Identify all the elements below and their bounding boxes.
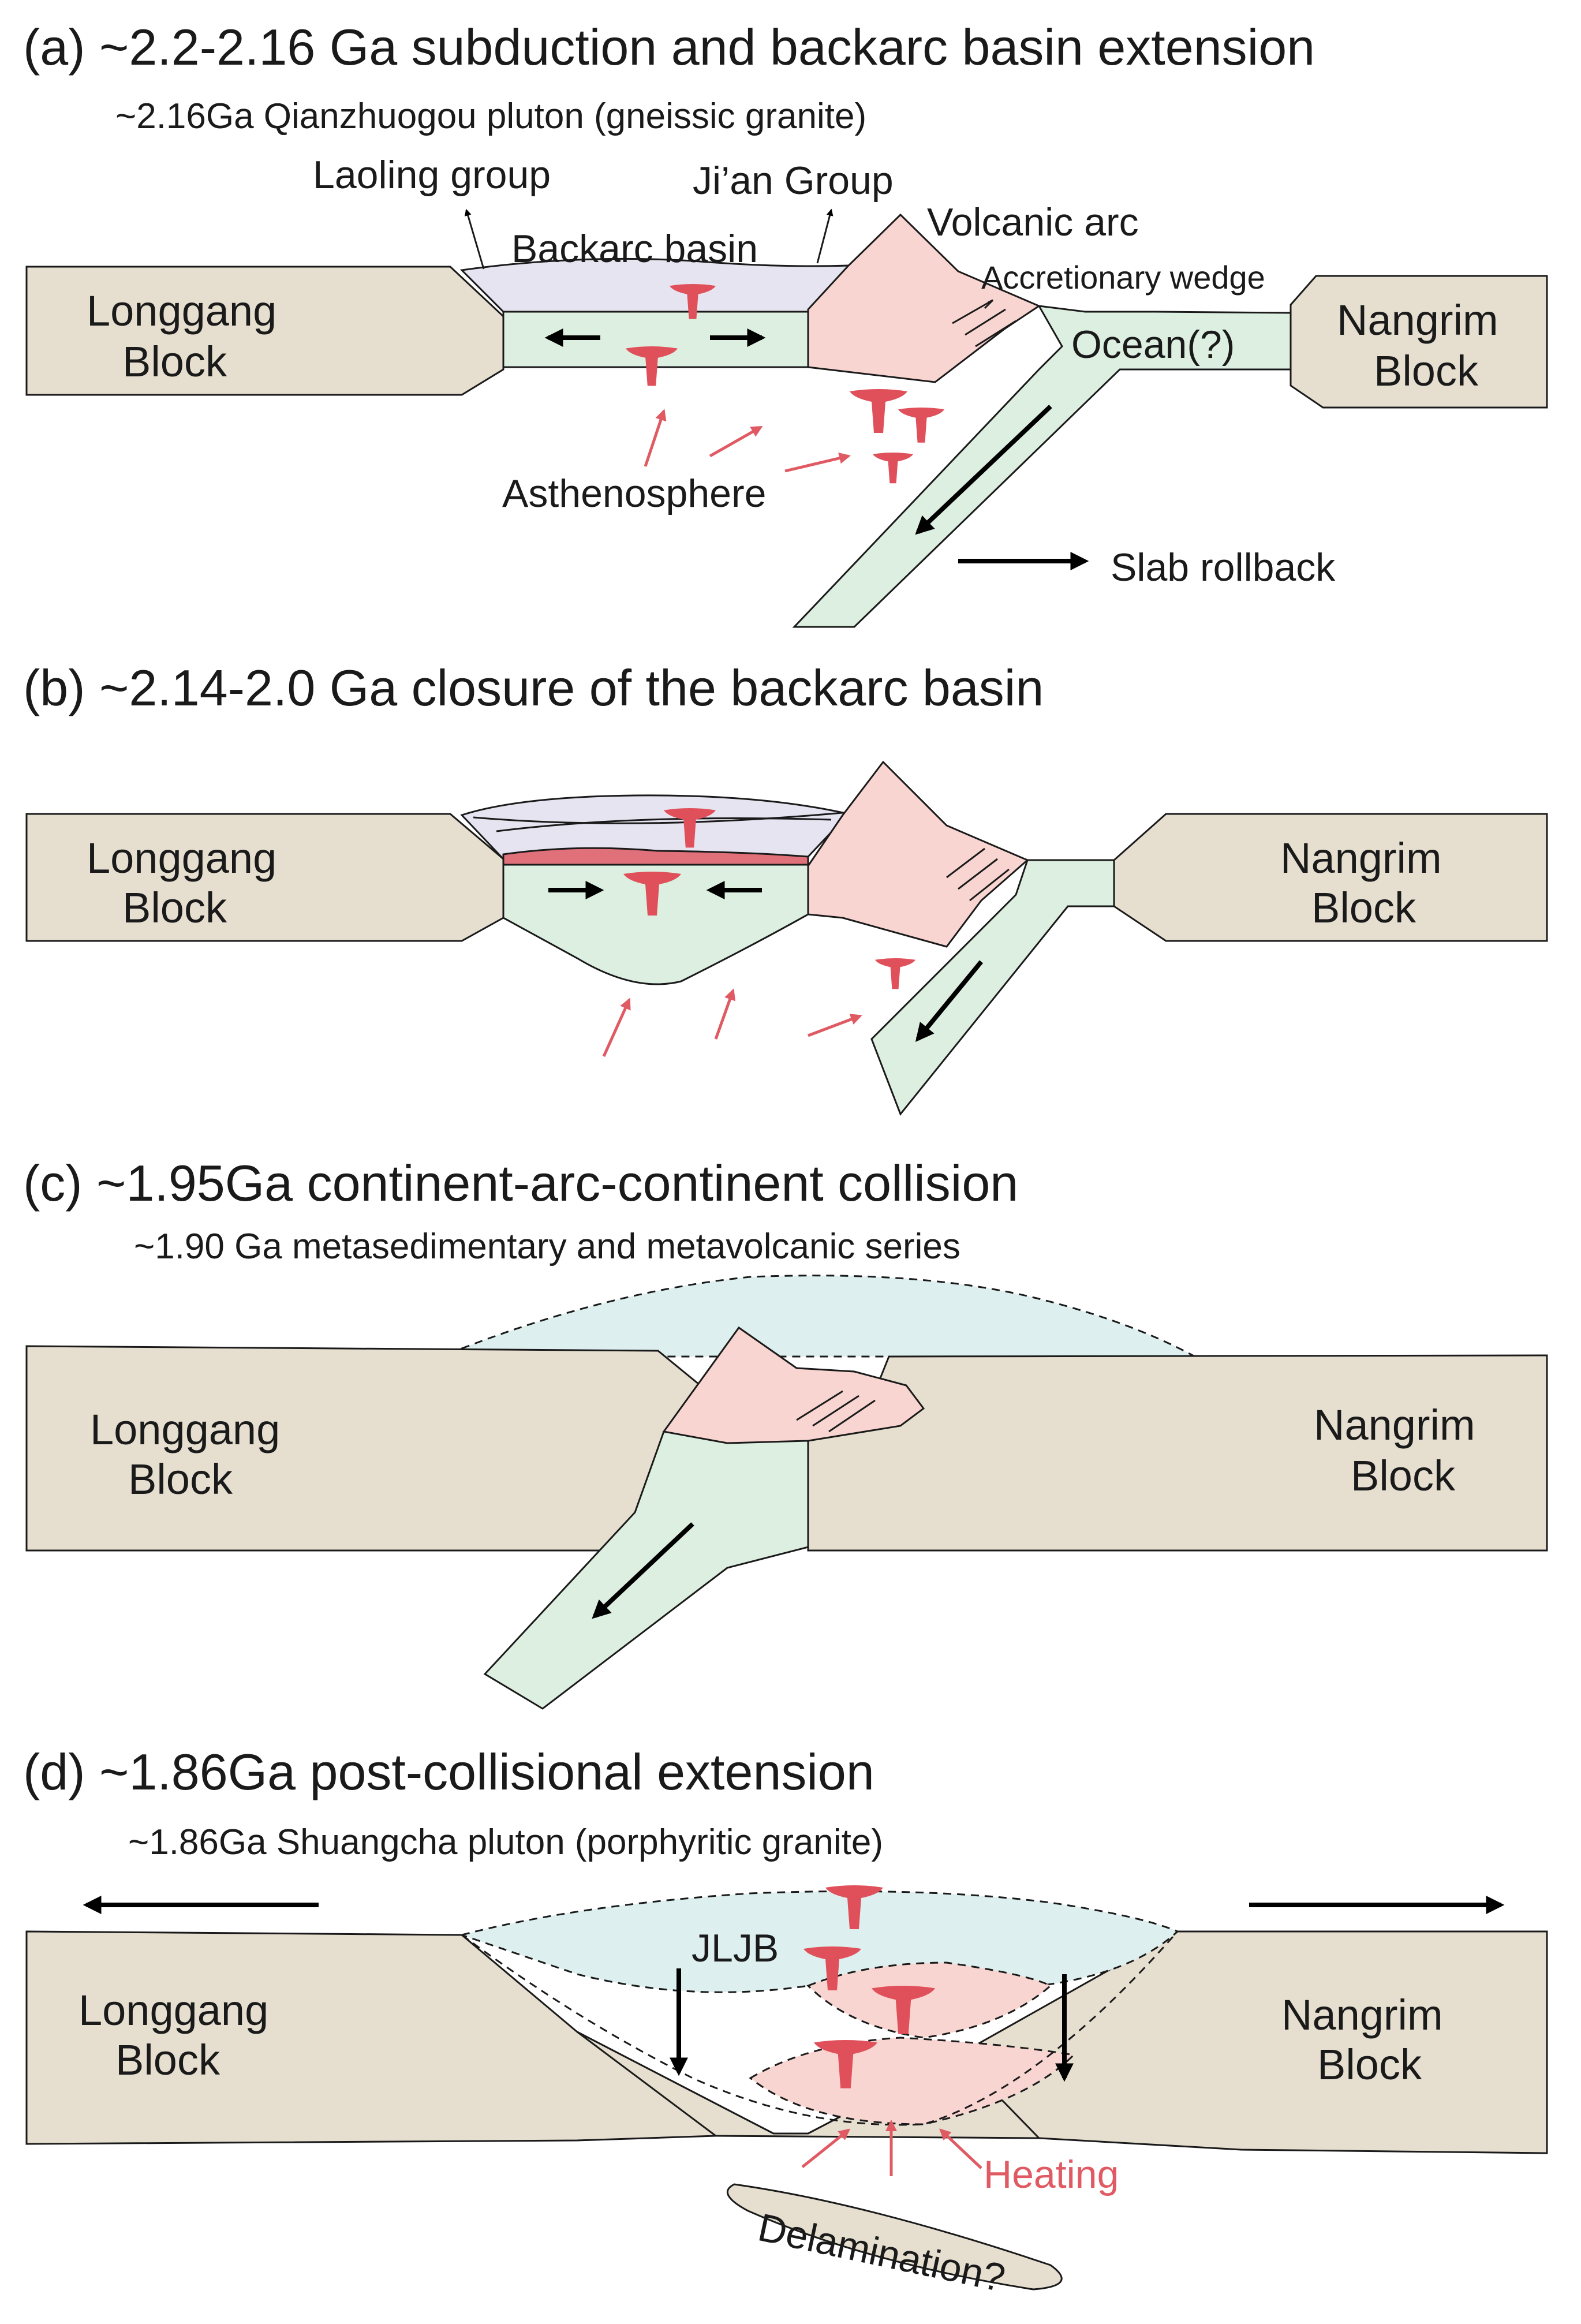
longgang-label-d1: Longgang: [79, 1986, 268, 2034]
nangrim-block-b: [1113, 813, 1548, 942]
subsidence-arrows-d: [670, 1968, 1074, 2082]
nangrim-label-c2: Block: [1351, 1452, 1456, 1500]
laoling-label: Laoling group: [313, 153, 551, 197]
longgang-label-a1: Longgang: [87, 287, 276, 335]
accretionary-wedge-thrusts-b: [946, 847, 1010, 902]
panel-d: (d) ~1.86Ga post-collisional extension ~…: [23, 1743, 1548, 2300]
nangrim-block-a: [1290, 275, 1548, 409]
nangrim-label-c1: Nangrim: [1314, 1401, 1475, 1449]
accretionary-wedge-thrusts-c: [796, 1390, 876, 1433]
rift-boundary-d: [461, 1931, 1179, 2126]
longgang-label-c2: Block: [128, 1455, 233, 1503]
backarc-sediments-b: [460, 794, 850, 860]
nangrim-label-b1: Nangrim: [1280, 834, 1442, 882]
longgang-label-a2: Block: [122, 338, 227, 386]
panel-b: (b) ~2.14-2.0 Ga closure of the backarc …: [23, 659, 1548, 1116]
basin-fill-d: [458, 1890, 1179, 1993]
panel-a-subtitle: ~2.16Ga Qianzhuogou pluton (gneissic gra…: [115, 96, 866, 136]
heating-label: Heating: [984, 2153, 1119, 2196]
longgang-label-d2: Block: [115, 2036, 220, 2084]
panel-c-subtitle: ~1.90 Ga metasedimentary and metavolcani…: [134, 1227, 960, 1266]
upper-magma-chamber-d: [806, 1961, 1052, 2039]
ocean-label: Ocean(?): [1071, 323, 1235, 367]
panel-b-title: (b) ~2.14-2.0 Ga closure of the backarc …: [23, 659, 1044, 716]
nangrim-label-a2: Block: [1374, 347, 1479, 395]
heating-arrows-d: [801, 2120, 982, 2176]
longgang-block-a: [25, 266, 504, 396]
accretionary-wedge-thrusts-a: [952, 299, 1016, 348]
panel-d-title: (d) ~1.86Ga post-collisional extension: [23, 1743, 874, 1800]
arc-remnant-c: [662, 1326, 925, 1444]
sediment-fold-b2: [496, 817, 832, 832]
laoling-pointer: [464, 208, 485, 270]
subduction-arrow-a: [915, 405, 1052, 535]
panel-c: (c) ~1.95Ga continent-arc-continent coll…: [23, 1154, 1548, 1710]
jljb-label: JLJB: [692, 1926, 779, 1970]
delaminated-lithosphere: [726, 2183, 1063, 2291]
backarc-melt-layer-b: [502, 847, 809, 866]
asthenosphere-arrows-a: [644, 409, 851, 473]
panel-c-title: (c) ~1.95Ga continent-arc-continent coll…: [23, 1154, 1018, 1212]
jian-pointer: [816, 208, 834, 264]
asthenosphere-label: Asthenosphere: [502, 472, 766, 515]
panel-a: (a) ~2.2-2.16 Ga subduction and backarc …: [23, 18, 1548, 628]
volcanic-arc-label: Volcanic arc: [927, 200, 1139, 244]
backarc-sediments-a: [459, 257, 851, 313]
backarc-basin-label: Backarc basin: [511, 227, 758, 271]
oceanic-slab-a: [792, 305, 1292, 628]
asthenosphere-arrows-b: [602, 988, 862, 1058]
subduction-arrow-b: [915, 960, 984, 1042]
longgang-label-c1: Longgang: [90, 1406, 280, 1454]
nangrim-label-b2: Block: [1311, 884, 1416, 932]
panel-a-title: (a) ~2.2-2.16 Ga subduction and backarc …: [23, 18, 1315, 76]
subduction-arrow-c: [592, 1522, 694, 1619]
sediment-fold-b: [473, 812, 843, 824]
sedimentary-cover-c: [461, 1275, 1195, 1358]
jian-label: Ji’an Group: [693, 159, 894, 203]
nangrim-label-d1: Nangrim: [1281, 1991, 1443, 2039]
volcanic-arc-b: [807, 760, 1029, 948]
nangrim-label-a1: Nangrim: [1337, 296, 1498, 344]
nangrim-label-d2: Block: [1317, 2041, 1422, 2088]
backarc-crust-b: [502, 864, 809, 985]
slab-rollback-label: Slab rollback: [1111, 545, 1336, 589]
accretionary-wedge-label: Accretionary wedge: [981, 259, 1265, 296]
panel-d-subtitle: ~1.86Ga Shuangcha pluton (porphyritic gr…: [128, 1822, 883, 1862]
longgang-label-b2: Block: [122, 884, 227, 932]
longgang-label-b1: Longgang: [87, 834, 276, 882]
lower-magma-chamber-d: [749, 2037, 1076, 2125]
